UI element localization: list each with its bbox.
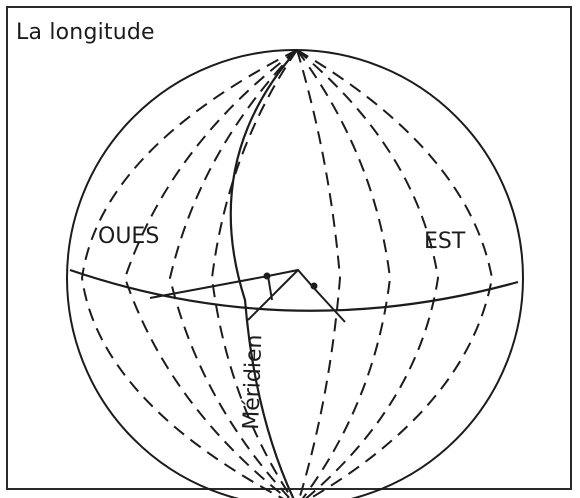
equator [69,268,519,312]
diagram-title: La longitude [16,20,155,45]
prime-meridian [229,49,298,498]
west-meridian-4 [80,49,298,498]
east-meridian-2 [296,49,392,498]
east-meridian-4 [296,49,494,498]
west-meridian-1 [123,49,298,498]
west-meridian-3 [210,49,298,498]
angle-point-2 [310,282,318,290]
east-meridian-1 [296,49,342,498]
construction-line-3 [267,275,273,301]
east-dashed-meridians [296,49,494,498]
angle-construction [149,268,346,323]
west-dashed-meridians [80,49,298,498]
west-meridian-2 [168,49,298,498]
angle-point-1 [263,272,271,280]
diagram-frame [6,6,572,490]
construction-line-2 [247,269,299,321]
east-label: EST [424,229,466,254]
east-meridian-3 [296,49,440,498]
west-label: OUES [98,224,159,249]
meridian-label: Méridien [239,334,267,430]
